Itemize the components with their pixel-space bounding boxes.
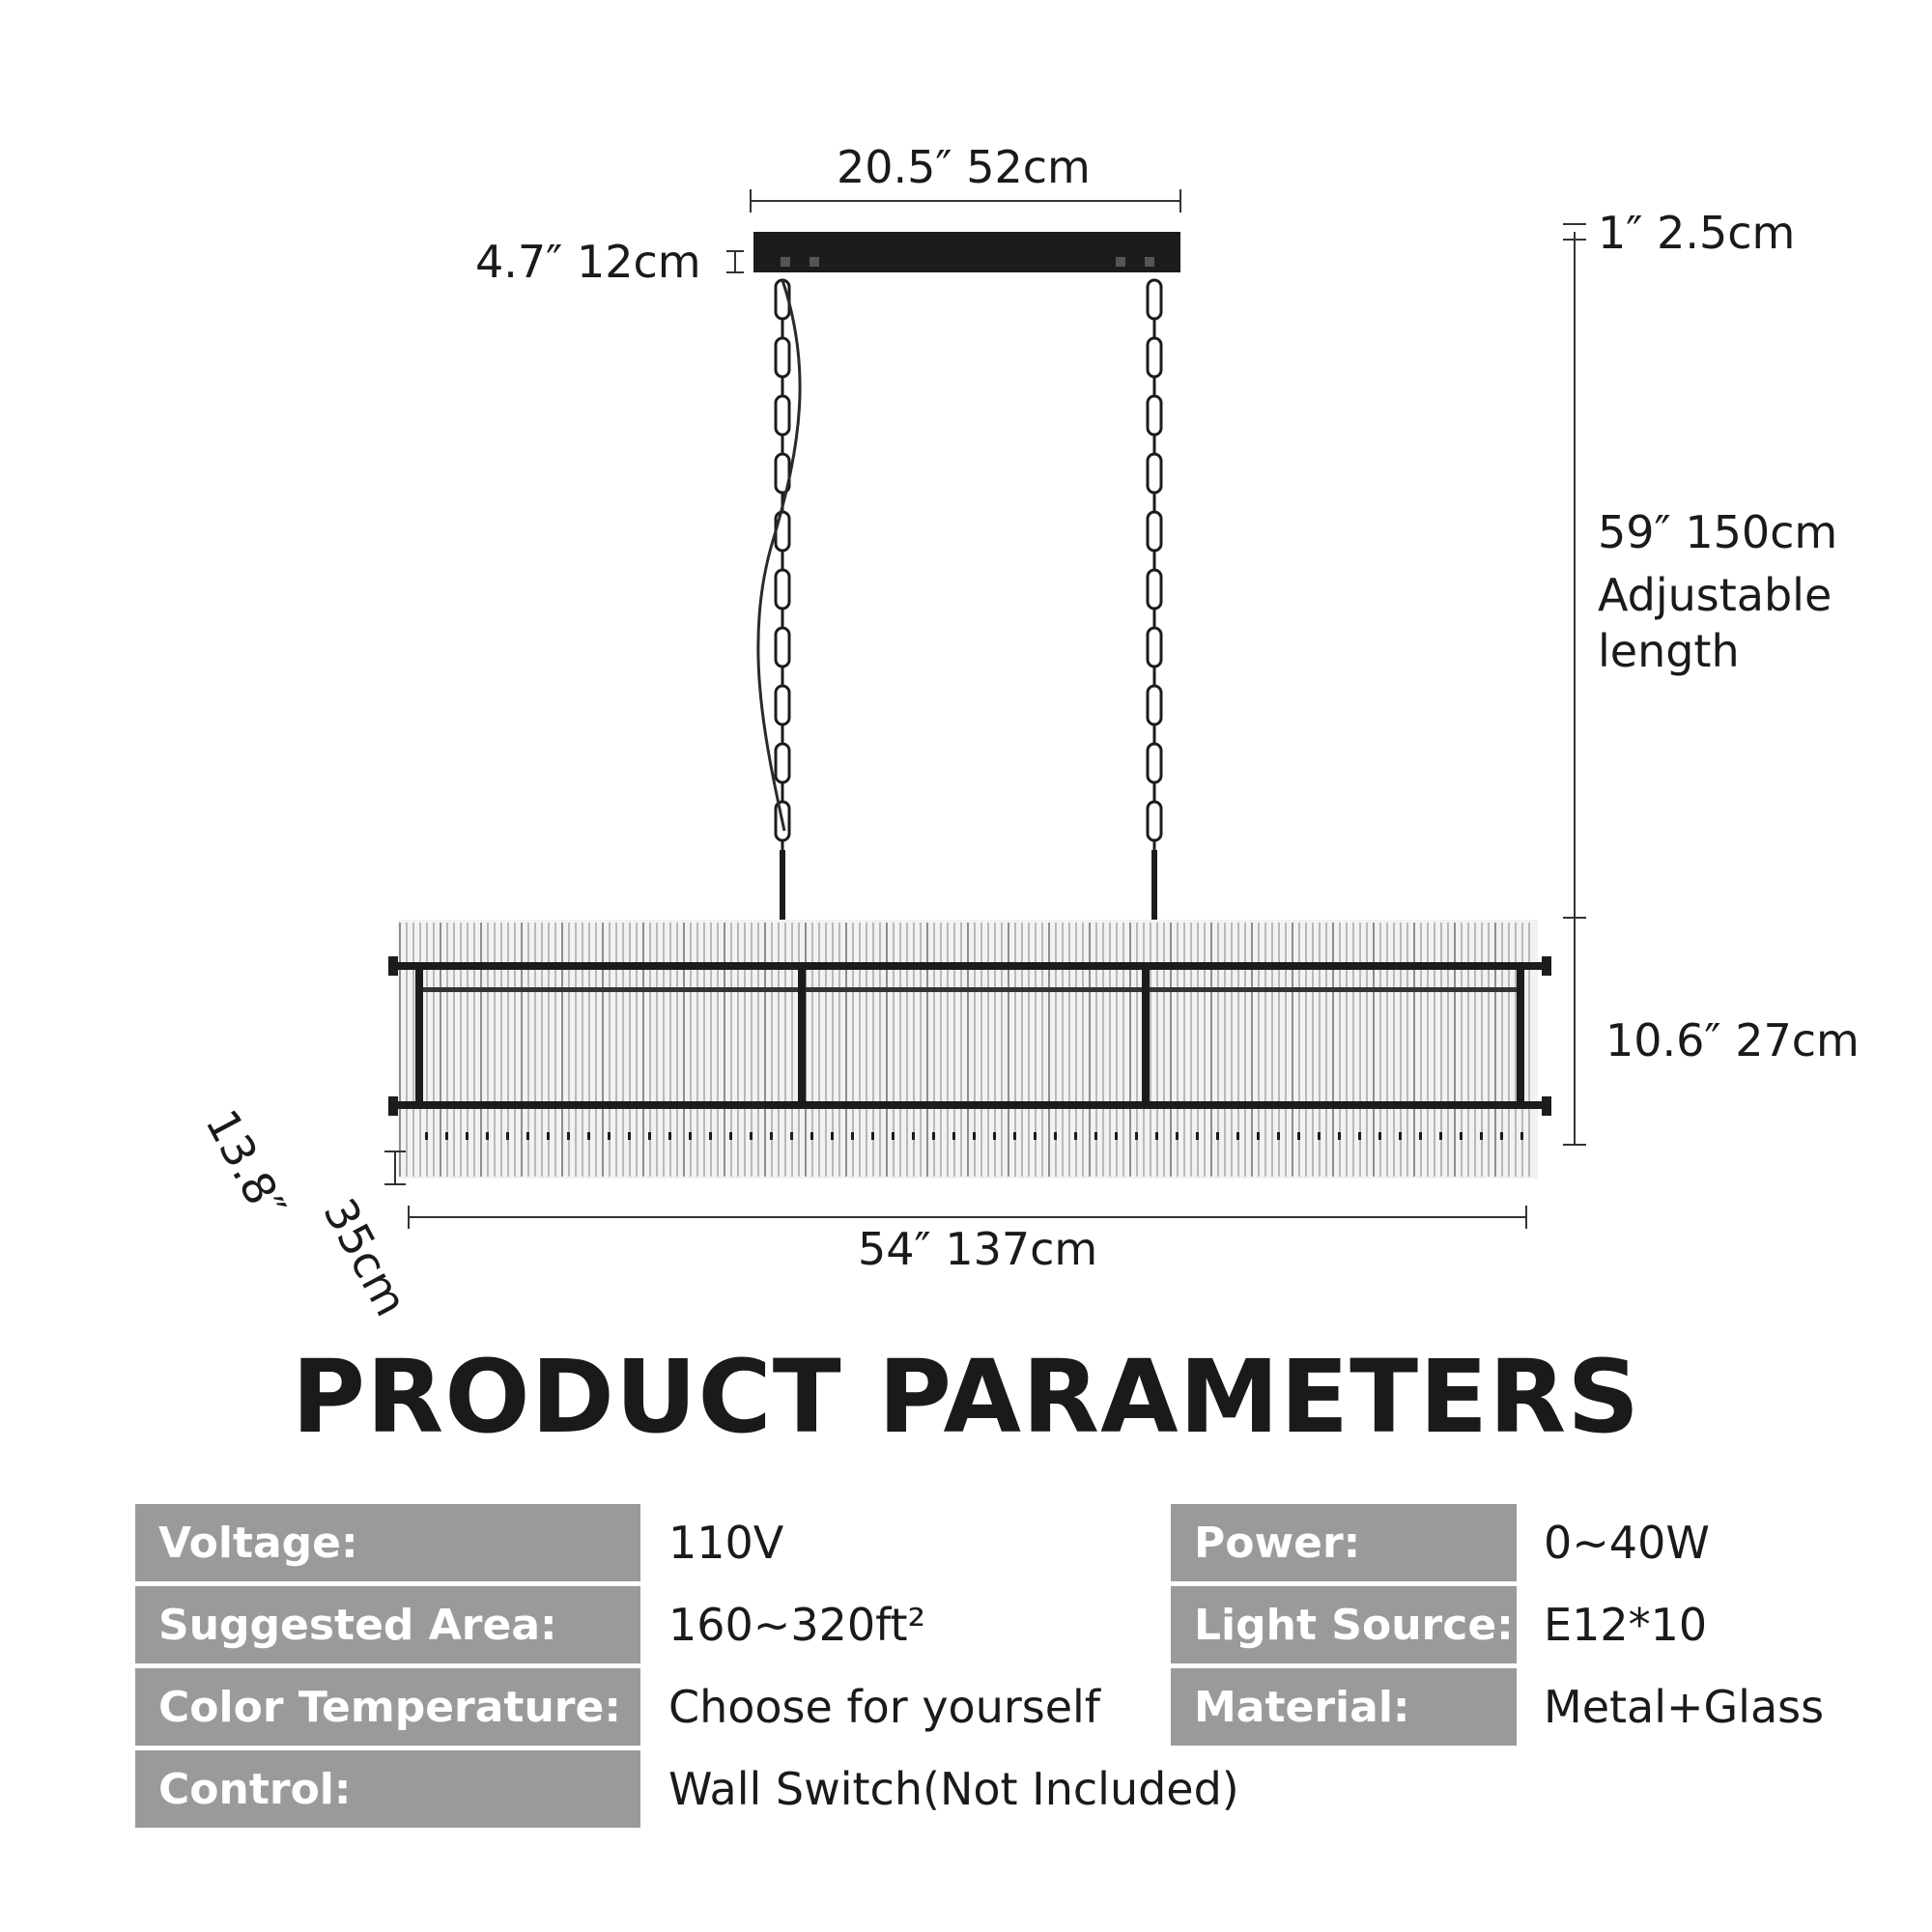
fixture-length-dimension-line <box>408 1206 1527 1229</box>
chandelier-diagram <box>384 189 1586 1229</box>
fixture-body <box>388 920 1551 1179</box>
fixture-height-label: 10.6″ 27cm <box>1605 1014 1860 1066</box>
suggested-area-label: Suggested Area: <box>135 1586 640 1663</box>
page-title: PRODUCT PARAMETERS <box>291 1338 1641 1456</box>
chain-left <box>774 278 791 860</box>
control-value: Wall Switch(Not Included) <box>668 1763 1239 1815</box>
power-label: Power: <box>1171 1504 1517 1581</box>
light-source-value: E12*10 <box>1544 1599 1708 1651</box>
canopy-width-dimension-line <box>750 189 1181 213</box>
color-temperature-label: Color Temperature: <box>135 1668 640 1746</box>
voltage-label: Voltage: <box>135 1504 640 1581</box>
canopy-height-label: 1″ 2.5cm <box>1598 207 1796 259</box>
material-label: Material: <box>1171 1668 1517 1746</box>
canopy-depth-label: 4.7″ 12cm <box>475 236 701 288</box>
control-label: Control: <box>135 1750 640 1828</box>
canopy-width-label: 20.5″ 52cm <box>837 141 1091 193</box>
power-cord <box>756 279 802 832</box>
fixture-depth-marker <box>384 1151 406 1185</box>
canopy-depth-marker <box>726 250 744 273</box>
chain-length-label: 59″ 150cm <box>1598 506 1838 558</box>
power-value: 0~40W <box>1544 1517 1710 1569</box>
light-source-label: Light Source: <box>1171 1586 1517 1663</box>
chain-right <box>1146 278 1163 860</box>
color-temperature-value: Choose for yourself <box>668 1681 1100 1733</box>
voltage-value: 110V <box>668 1517 784 1569</box>
fixture-length-label: 54″ 137cm <box>858 1223 1098 1275</box>
chain-adjustable-note: Adjustable length <box>1598 569 1833 677</box>
material-value: Metal+Glass <box>1544 1681 1825 1733</box>
suggested-area-value: 160~320ft² <box>668 1599 926 1651</box>
height-dimension-lines <box>1563 223 1586 1146</box>
canopy <box>753 232 1180 272</box>
